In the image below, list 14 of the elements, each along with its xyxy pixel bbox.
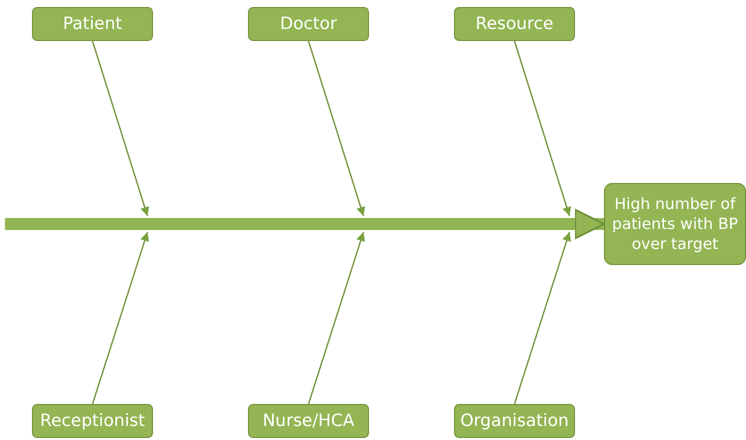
arrow — [92, 40, 150, 216]
cause-box: Resource — [454, 7, 575, 41]
arrow — [308, 232, 366, 404]
cause-box: Organisation — [454, 404, 575, 438]
arrow — [514, 232, 572, 404]
arrow — [514, 40, 572, 216]
arrow — [308, 40, 366, 216]
cause-box: Nurse/HCA — [248, 404, 369, 438]
spine-arrow — [5, 208, 605, 240]
cause-box: Doctor — [248, 7, 369, 41]
cause-box: Patient — [32, 7, 153, 41]
effect-box: High number of patients with BP over target — [604, 183, 746, 265]
arrow — [92, 232, 150, 404]
cause-box: Receptionist — [32, 404, 153, 438]
